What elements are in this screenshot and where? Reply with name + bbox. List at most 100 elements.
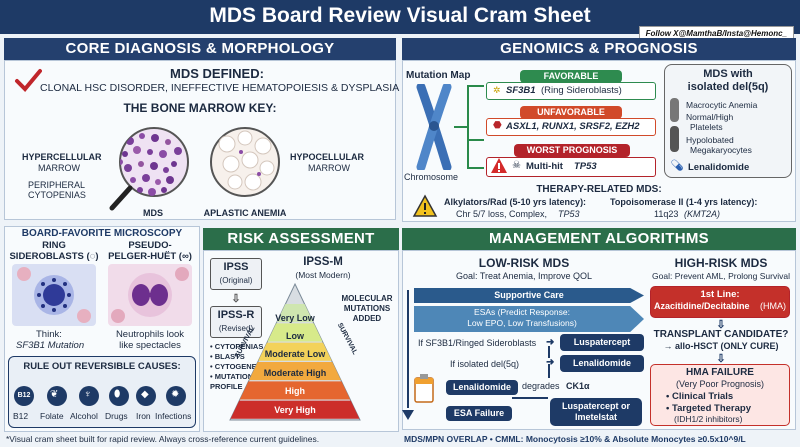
hma-failure-sub: (Very Poor Prognosis) (675, 379, 765, 389)
mutation-connector-lines (454, 85, 484, 169)
mds-defined-label: MDS DEFINED: (170, 66, 264, 81)
del5q-item-3: Platelets (690, 122, 723, 132)
if-del5q-label: If isolated del(5q) (450, 359, 520, 369)
arrow-right-icon: ➜ (546, 357, 555, 368)
ipssm-label: IPSS-M (303, 256, 343, 268)
cause-infections-label: Infections (155, 411, 192, 421)
unfavorable-badge: UNFAVORABLE (520, 106, 622, 119)
supportive-care-arrow[interactable]: Supportive Care (414, 288, 644, 303)
pill-glyph: ⬮ (114, 389, 121, 400)
mutation-map-label: Mutation Map (406, 70, 471, 81)
iron-icon (136, 386, 156, 406)
ck1a-label: CK1α (566, 381, 590, 391)
risk-section-title: RISK ASSESSMENT (IPSS) (203, 228, 399, 269)
therapy-related-title: THERAPY-RELATED MDS: (536, 184, 662, 195)
iron-glyph: ◆ (141, 389, 149, 400)
high-risk-title: HIGH-RISK MDS (674, 256, 768, 270)
level-low: Low (286, 331, 304, 341)
pseudo-label-1: PSEUDO- (128, 240, 172, 251)
esa-arrow[interactable] (414, 306, 644, 332)
alkylators-label: Alkylators/Rad (5-10 yrs latency): (444, 197, 587, 207)
del5q-item-2: Normal/High (686, 112, 734, 122)
marrow-label-left: MARROW (38, 163, 80, 173)
arrow-right-icon: ➜ (546, 337, 555, 348)
molecular-3: ADDED (352, 314, 382, 323)
favorable-note: (Ring Sideroblasts) (541, 85, 622, 96)
chromosome-5-icon (670, 98, 679, 152)
ring-label-2: SIDEROBLASTS (◌) (9, 251, 99, 262)
favorable-badge: FAVORABLE (520, 70, 622, 83)
esa-label-1: ESAs (Predict Response: (474, 307, 570, 317)
worst-box (486, 157, 656, 177)
molecular-1: MOLECULAR (341, 294, 393, 303)
core-panel (4, 60, 396, 220)
pyramid-band-low (267, 323, 323, 342)
hypercellular-marrow-image (109, 127, 189, 211)
transplant-question: TRANSPLANT CANDIDATE? (653, 329, 789, 340)
esa-failure-pill: ESA Failure (446, 406, 512, 421)
risk-pyramid (229, 282, 361, 421)
alkylators-detail: Chr 5/7 loss, Complex, (456, 209, 548, 219)
imetelstat-label: Imetelstat (574, 412, 618, 422)
esa-label-2: Low EPO, Low Transfusions) (467, 318, 577, 328)
warning-drop-icon: ⬣ (493, 120, 502, 131)
germ-glyph: ✹ (171, 389, 180, 400)
infections-icon (166, 386, 186, 406)
level-high: High (285, 386, 305, 396)
think-label: Think: (36, 329, 62, 340)
level-very-low: Very Low (275, 313, 315, 323)
peripheral-label: PERIPHERAL (28, 180, 86, 190)
b12-icon: B12 (14, 386, 34, 406)
alcohol-icon (79, 386, 99, 406)
degrades-label: degrades (522, 381, 560, 391)
rule-out-title: RULE OUT REVERSIBLE CAUSES: (23, 361, 181, 372)
level-very-high: Very High (274, 405, 316, 415)
lenalidomide-pill[interactable]: Lenalidomide (560, 355, 644, 372)
ipss-box (210, 258, 262, 290)
luspatercept-imetelstat-box[interactable] (550, 398, 642, 426)
clinical-trials-item: • Clinical Trials (666, 391, 734, 402)
footer-note: *Visual cram sheet built for rapid revie… (6, 434, 320, 444)
topoisomerase-label: Topoisomerase II (1-4 yrs latency): (610, 197, 758, 207)
aplastic-anemia-label: APLASTIC ANEMIA (203, 208, 287, 218)
low-risk-flow-lines (407, 290, 550, 408)
allo-hsct-label: → allo-HSCT (ONLY CURE) (663, 341, 779, 351)
favorable-gene: SF3B1 (506, 85, 536, 96)
page-title: MDS Board Review Visual Cram Sheet (209, 4, 591, 27)
genomics-section-title: GENOMICS & PROGNOSIS (402, 38, 796, 60)
pseudo-label-2: PELGER-HUËT (∞) (108, 251, 192, 262)
hypocellular-label: HYPOCELLULAR (290, 152, 364, 162)
targeted-therapy-item: • Targeted Therapy (666, 403, 751, 414)
del5q-item-4: Hypolobated (686, 135, 734, 145)
cause-folate-label: Folate (40, 411, 64, 421)
hypocellular-marrow-image (210, 127, 280, 197)
del5q-title-2: isolated del(5q) (687, 81, 769, 93)
cause-alcohol-label: Alcohol (70, 411, 98, 421)
chromosome-label: Chromosome (404, 172, 459, 182)
skull-icon: ☠ (512, 160, 521, 171)
rule-out-box (8, 356, 196, 428)
flow-arrow-left (402, 410, 414, 420)
level-moderate-low: Moderate Low (264, 349, 326, 359)
drugs-icon (109, 386, 129, 406)
pyramid-band-high (239, 381, 351, 400)
ipss-label: IPSS (223, 261, 249, 273)
pseudo-pelger-huet-image (108, 264, 192, 326)
down-arrow-icon: ⇩ (231, 293, 241, 305)
marrow-label-right: MARROW (308, 163, 350, 173)
medicine-box-icon (414, 374, 434, 403)
down-arrow-icon: ⇩ (716, 319, 726, 331)
marrow-key-label: THE BONE MARROW KEY: (123, 101, 277, 115)
lusp-or-label: Luspatercept or (561, 401, 630, 411)
first-line-label: 1st Line: (700, 289, 740, 300)
pyramid-band-moderate-low (258, 342, 332, 361)
pyramid-band-moderate-high (249, 362, 341, 381)
luspatercept-pill[interactable]: Luspatercept (560, 334, 644, 351)
ipssm-sub: (Most Modern) (295, 270, 351, 280)
first-line-box[interactable] (650, 286, 790, 318)
del5q-title-1: MDS with (703, 68, 753, 80)
neutrophil-note-2: like spectacles (119, 340, 181, 351)
topoisomerase-gene: (KMT2A) (684, 209, 720, 219)
down-arrow-icon: ⇩ (716, 353, 726, 365)
alkylators-gene: TP53 (558, 209, 580, 219)
